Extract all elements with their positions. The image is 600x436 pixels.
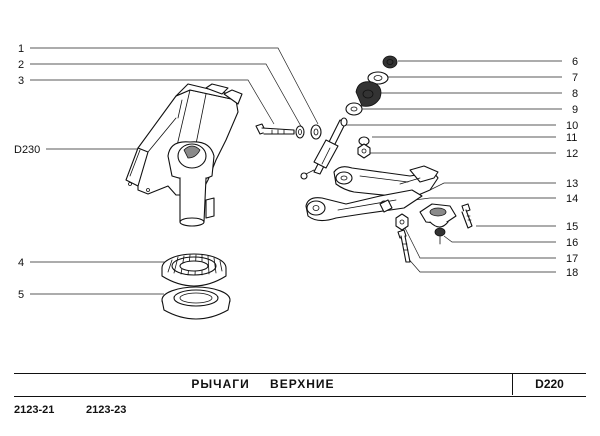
callout-1: 1	[18, 43, 24, 55]
callout-7: 7	[572, 72, 578, 84]
callout-d230: D230	[14, 144, 40, 156]
upper-control-arm	[305, 165, 439, 222]
callout-15: 15	[566, 221, 578, 233]
callout-11: 11	[566, 132, 577, 144]
section-code: D220	[512, 374, 586, 395]
callout-14: 14	[566, 193, 578, 205]
callout-6: 6	[572, 56, 578, 68]
callout-3: 3	[18, 75, 24, 87]
right-callouts: 6 7 8 9 10 11 12 13 14 15 16 17 18	[566, 56, 578, 279]
callout-17: 17	[566, 253, 578, 265]
leader-18	[405, 255, 556, 273]
leader-17	[403, 225, 556, 259]
callout-8: 8	[572, 88, 578, 100]
callout-4: 4	[18, 257, 24, 269]
section-title: РЫЧАГИ ВЕРХНИЕ	[191, 377, 335, 391]
bolt-and-washers	[255, 123, 322, 140]
model-code-2: 2123-23	[86, 404, 127, 416]
upper-arm-shaft-assembly	[300, 55, 398, 180]
leader-3	[30, 79, 275, 125]
callout-5: 5	[18, 289, 24, 301]
leader-2	[30, 63, 303, 129]
left-callouts: 1 2 3 D230 4 5	[14, 43, 40, 301]
leader-13	[429, 182, 556, 191]
callout-13: 13	[566, 178, 578, 190]
exploded-parts-diagram: 1 2 3 D230 4 5 6 7 8 9 10 11 12 13 14 15…	[14, 43, 578, 320]
callout-18: 18	[566, 267, 578, 279]
spring-insulator	[161, 253, 227, 287]
left-leader-lines	[30, 47, 319, 295]
right-leader-lines	[346, 60, 562, 273]
callout-10: 10	[566, 120, 578, 132]
ball-joint-assembly	[395, 203, 473, 263]
model-code-1: 2123-21	[14, 404, 55, 416]
callout-2: 2	[18, 59, 24, 71]
leader-16	[443, 235, 556, 243]
callout-9: 9	[572, 104, 578, 116]
spring-seat	[161, 286, 231, 320]
leader-1	[30, 47, 319, 125]
callout-16: 16	[566, 237, 578, 249]
title-bar: РЫЧАГИ ВЕРХНИЕ D220	[14, 373, 586, 397]
callout-12: 12	[566, 148, 578, 160]
body-mount-bracket	[125, 83, 243, 227]
